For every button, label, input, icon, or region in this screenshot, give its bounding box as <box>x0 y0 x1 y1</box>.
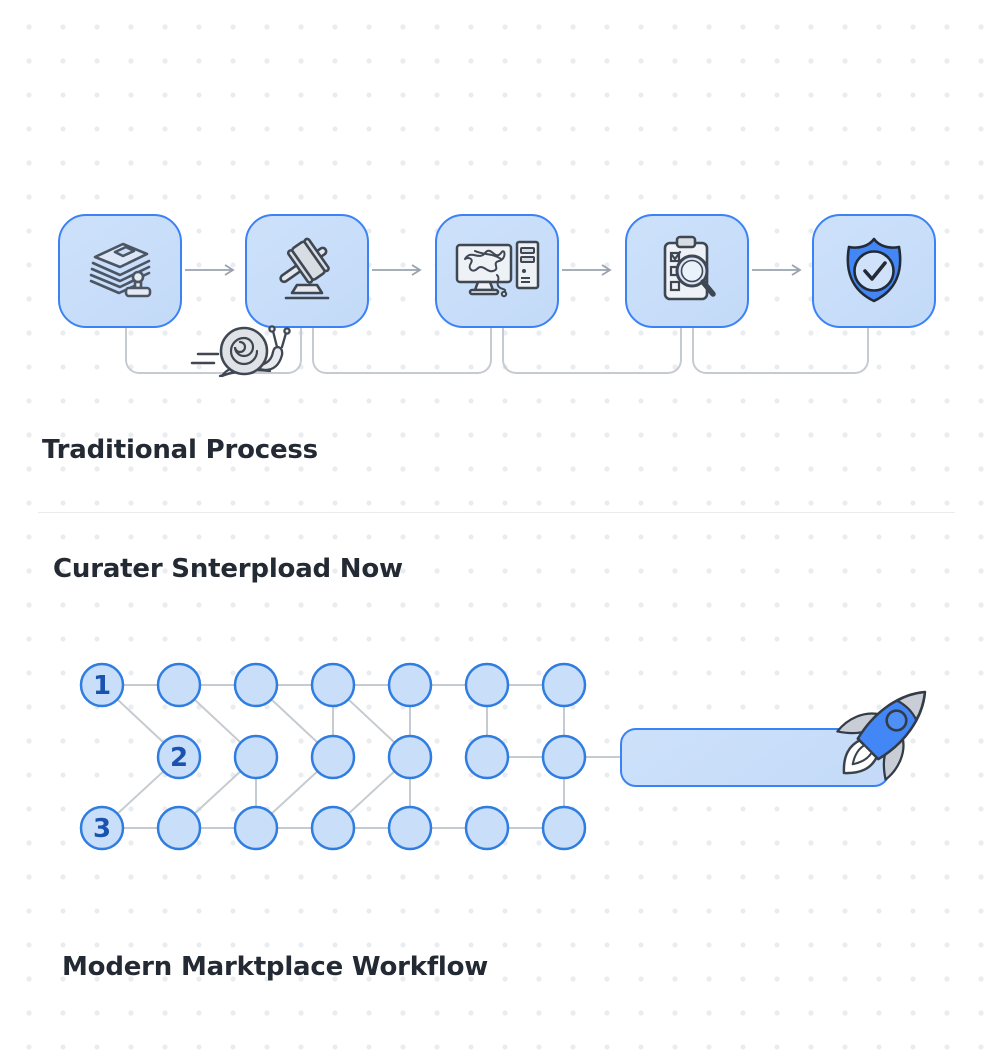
step-box-1 <box>58 214 182 328</box>
network-node <box>464 805 510 851</box>
network-node <box>310 662 356 708</box>
snail-decoration <box>152 318 292 384</box>
modern-workflow-caption: Modern Marktplace Workflow <box>62 952 489 982</box>
network-node <box>79 805 125 851</box>
rocket-icon <box>836 690 927 781</box>
snail-icon <box>190 325 291 378</box>
network-node <box>464 662 510 708</box>
document-stack-stamp-icon <box>89 242 152 298</box>
network-node <box>310 805 356 851</box>
network-node <box>387 734 433 780</box>
step-box-2 <box>245 214 369 328</box>
network-node <box>541 662 587 708</box>
network-node <box>387 805 433 851</box>
network-node <box>156 805 202 851</box>
arrow-right-icon <box>185 264 235 276</box>
network-node <box>464 734 510 780</box>
network-node <box>79 662 125 708</box>
arrow-right-icon <box>372 264 422 276</box>
network-node <box>310 734 356 780</box>
traditional-process-title: Traditional Process <box>42 435 318 465</box>
under-loop-4 <box>692 300 869 374</box>
clipboard-magnifier-icon <box>663 235 716 301</box>
under-loop-1 <box>125 300 302 374</box>
rocket-decoration <box>824 666 950 800</box>
under-loop-3 <box>502 300 682 374</box>
shield-check-icon <box>846 237 902 303</box>
network-node-label: 2 <box>170 743 188 773</box>
network-node <box>233 662 279 708</box>
network-node <box>541 805 587 851</box>
network-node <box>387 662 433 708</box>
under-loop-2 <box>312 300 492 374</box>
broken-computer-icon <box>455 240 540 298</box>
network-node <box>156 662 202 708</box>
section-divider <box>38 512 955 513</box>
modern-section-heading: Curater Snterpload Now <box>53 554 403 584</box>
arrow-right-icon <box>752 264 802 276</box>
network-node <box>541 734 587 780</box>
arrow-right-icon <box>562 264 612 276</box>
step-box-3 <box>435 214 559 328</box>
network-node-label: 3 <box>93 814 111 844</box>
network-node <box>233 734 279 780</box>
step-box-4 <box>625 214 749 328</box>
network-node <box>156 734 202 780</box>
network-node-label: 1 <box>93 671 111 701</box>
gavel-icon <box>279 237 330 300</box>
network-node <box>233 805 279 851</box>
step-box-5 <box>812 214 936 328</box>
